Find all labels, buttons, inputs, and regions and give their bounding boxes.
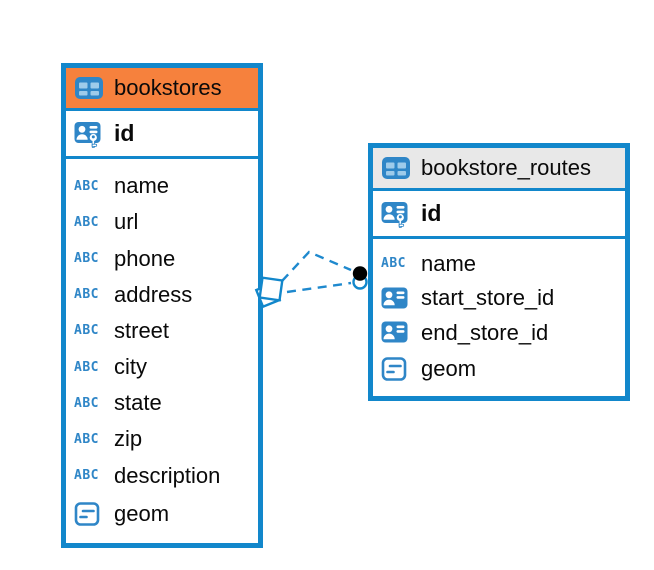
- field-name: url: [114, 209, 139, 235]
- field-row-description[interactable]: ABC description: [66, 462, 258, 488]
- table-icon: [74, 76, 106, 100]
- field-row-name[interactable]: ABC name: [66, 175, 258, 197]
- table-title: bookstore_routes: [421, 155, 591, 180]
- field-row-phone[interactable]: ABC phone: [66, 245, 258, 271]
- primary-key-icon: [381, 197, 413, 231]
- field-name: geom: [421, 356, 477, 382]
- foreign-key-icon: [381, 321, 413, 344]
- field-row-geom[interactable]: geom: [373, 356, 625, 382]
- field-row-start-store-id[interactable]: start_store_id: [373, 287, 625, 310]
- text-type-icon: ABC: [74, 287, 99, 303]
- text-type-icon: ABC: [74, 214, 99, 230]
- table-header-bookstores[interactable]: bookstores: [66, 68, 258, 111]
- field-name: name: [421, 250, 477, 276]
- text-type-icon: ABC: [381, 256, 406, 272]
- field-name: end_store_id: [421, 319, 549, 345]
- field-list: ABC name ABC url ABC phone ABC address A…: [66, 159, 258, 543]
- text-type-icon: ABC: [74, 359, 99, 375]
- field-name: id: [114, 120, 135, 146]
- relationship-many-end-marker[interactable]: [352, 266, 368, 290]
- field-row-state[interactable]: ABC state: [66, 392, 258, 414]
- field-name: state: [114, 390, 162, 416]
- field-name: address: [114, 281, 193, 307]
- field-name: street: [114, 317, 170, 343]
- field-row-end-store-id[interactable]: end_store_id: [373, 321, 625, 344]
- field-name: name: [114, 173, 170, 199]
- field-name: start_store_id: [421, 285, 555, 311]
- table-header-bookstore-routes[interactable]: bookstore_routes: [373, 148, 625, 191]
- field-row-name[interactable]: ABC name: [373, 250, 625, 276]
- relationship-line-lower[interactable]: [286, 281, 352, 294]
- field-row-city[interactable]: ABC city: [66, 356, 258, 378]
- table-bookstore-routes[interactable]: bookstore_routes id ABC name start_store…: [368, 143, 630, 401]
- field-name: zip: [114, 426, 143, 452]
- field-row-zip[interactable]: ABC zip: [66, 428, 258, 450]
- table-icon: [381, 156, 413, 180]
- field-row-url[interactable]: ABC url: [66, 211, 258, 233]
- text-type-icon: ABC: [74, 468, 99, 484]
- field-row-geom[interactable]: geom: [66, 501, 258, 527]
- text-type-icon: ABC: [74, 395, 99, 411]
- geometry-type-icon: [381, 356, 413, 382]
- field-name: description: [114, 462, 221, 488]
- field-row-address[interactable]: ABC address: [66, 281, 258, 307]
- field-name: geom: [114, 500, 170, 526]
- field-row-street[interactable]: ABC street: [66, 317, 258, 343]
- field-row-id[interactable]: id: [373, 191, 625, 239]
- primary-key-icon: [74, 117, 106, 151]
- text-type-icon: ABC: [74, 431, 99, 447]
- table-title: bookstores: [114, 75, 222, 100]
- field-name: id: [421, 200, 442, 226]
- foreign-key-icon: [381, 287, 413, 310]
- field-list: ABC name start_store_id end_store_id ge: [373, 239, 625, 396]
- relationship-line-upper[interactable]: [281, 250, 352, 282]
- text-type-icon: ABC: [74, 178, 99, 194]
- table-bookstores[interactable]: bookstores id ABC name ABC url ABC phone…: [61, 63, 263, 548]
- field-name: city: [114, 354, 147, 380]
- field-row-id[interactable]: id: [66, 111, 258, 159]
- geometry-type-icon: [74, 501, 106, 527]
- text-type-icon: ABC: [74, 323, 99, 339]
- field-name: phone: [114, 245, 176, 271]
- text-type-icon: ABC: [74, 251, 99, 267]
